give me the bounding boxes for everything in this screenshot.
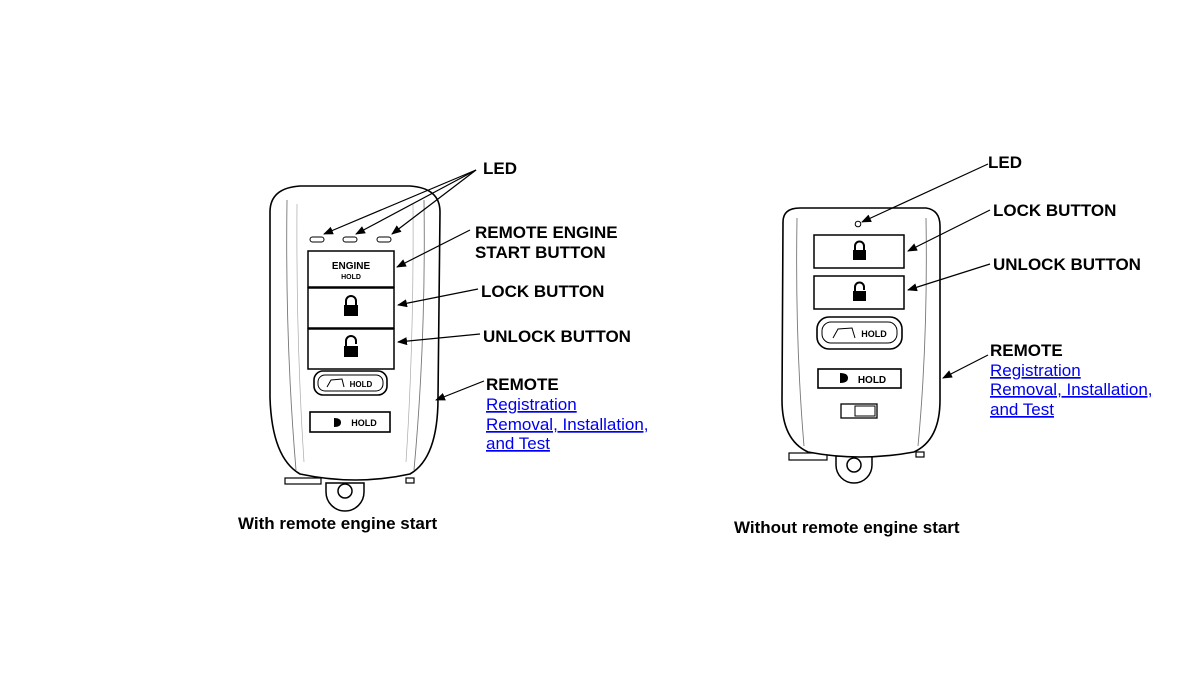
tailgate-icon (832, 327, 856, 339)
left-fob-contour-line (286, 199, 297, 471)
lock-closed-icon (853, 240, 866, 260)
trunk-hold-label: HOLD (350, 380, 373, 389)
left-fob-bottom-tab (284, 477, 322, 485)
right-panic-hold-button[interactable]: HOLD (817, 368, 902, 389)
right-removal-installation-link-line2[interactable]: and Test (990, 400, 1054, 419)
panic-hold-label: HOLD (351, 418, 377, 428)
lock-closed-icon (344, 295, 358, 316)
left-lock-button[interactable] (307, 287, 395, 329)
engine-button-hold-label: HOLD (341, 274, 361, 281)
right-remote-callout: REMOTE (990, 341, 1063, 360)
right-registration-link[interactable]: Registration (990, 361, 1081, 380)
tailgate-icon (326, 378, 345, 388)
right-key-ring (835, 455, 873, 484)
remote-engine-start-callout-line2: START BUTTON (475, 243, 606, 262)
right-led-callout: LED (988, 153, 1022, 172)
right-fob-contour-line (796, 217, 805, 447)
right-fob-bottom-tab (788, 452, 828, 461)
engine-button-label: ENGINE (332, 261, 371, 272)
left-callout-lines (323, 169, 485, 401)
right-trunk-hold-button[interactable]: HOLD (816, 316, 903, 350)
headlight-icon (334, 418, 341, 427)
right-removal-installation-link-line1[interactable]: Removal, Installation, (990, 380, 1153, 399)
left-trunk-hold-button[interactable]: HOLD (313, 370, 388, 396)
lock-open-icon (853, 281, 866, 301)
left-removal-installation-link-line2[interactable]: and Test (486, 434, 550, 453)
right-lock-button-callout: LOCK BUTTON (993, 201, 1116, 220)
right-key-fob: HOLD HOLD (781, 207, 941, 484)
right-fob-caption: Without remote engine start (734, 518, 960, 537)
headlight-icon (840, 373, 848, 383)
trunk-hold-label: HOLD (861, 329, 887, 339)
left-unlock-button-callout: UNLOCK BUTTON (483, 327, 631, 346)
right-lock-button[interactable] (813, 234, 905, 269)
right-callout-lines (861, 163, 991, 379)
left-led-2 (342, 236, 358, 243)
right-fob-contour-line-right (917, 217, 927, 447)
left-key-ring (325, 482, 365, 512)
left-key-fob: ENGINE HOLD HOLD (269, 185, 441, 512)
left-led-callout: LED (483, 159, 517, 178)
right-fob-bottom-tab-right (915, 451, 925, 458)
left-panic-hold-button[interactable]: HOLD (309, 411, 391, 433)
left-fob-caption: With remote engine start (238, 514, 437, 533)
left-unlock-button[interactable] (307, 328, 395, 370)
lock-open-icon (344, 335, 358, 357)
left-removal-installation-link-line1[interactable]: Removal, Installation, (486, 415, 649, 434)
left-registration-link[interactable]: Registration (486, 395, 577, 414)
left-led-1 (309, 236, 325, 243)
left-led-3 (376, 236, 392, 243)
left-remote-callout: REMOTE (486, 375, 559, 394)
remote-engine-start-callout-line1: REMOTE ENGINE (475, 223, 618, 242)
panic-hold-label: HOLD (858, 375, 886, 386)
left-fob-contour-line-inner-right (405, 203, 414, 463)
left-fob-bottom-tab-right (405, 477, 415, 484)
left-fob-contour-line-right (413, 199, 425, 471)
right-unlock-button-callout: UNLOCK BUTTON (993, 255, 1141, 274)
right-led (854, 220, 862, 228)
left-fob-contour-line-inner (296, 203, 305, 463)
left-lock-button-callout: LOCK BUTTON (481, 282, 604, 301)
right-small-button[interactable] (840, 403, 878, 419)
right-unlock-button[interactable] (813, 275, 905, 310)
remote-engine-start-button[interactable]: ENGINE HOLD (307, 250, 395, 288)
